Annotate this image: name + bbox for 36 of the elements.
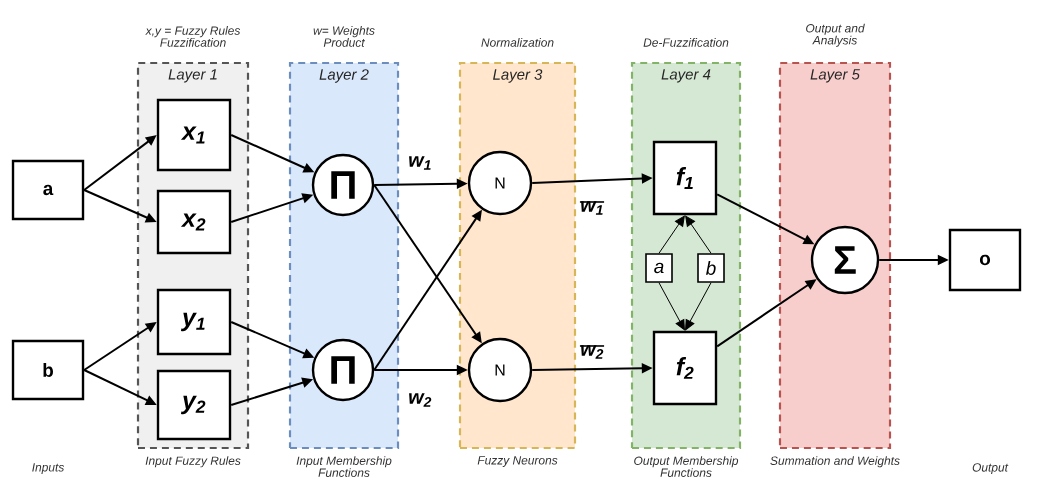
- function-box: y$_{2}$: [156, 369, 232, 441]
- layer-label: Layer 5: [810, 69, 860, 83]
- arrow: [658, 215, 685, 254]
- layer-heading: Normalization: [481, 38, 554, 47]
- edge-label: w$_{1}$: [409, 156, 431, 170]
- layer-label: Layer 4: [661, 69, 711, 83]
- layer-label: Layer 1: [168, 69, 217, 83]
- function-box: f$_{2}$: [652, 330, 718, 406]
- layer-label: Layer 2: [319, 69, 369, 83]
- input-box: o: [948, 228, 1022, 292]
- layer-caption: Output Membership Functions: [634, 456, 739, 477]
- layer-heading: Output and Analysis: [806, 23, 865, 47]
- parameter-box: a: [645, 253, 673, 283]
- arrow: [685, 215, 712, 254]
- layer-caption: Summation and Weights: [770, 456, 900, 468]
- input-box: a: [11, 159, 85, 221]
- layer-caption: Fuzzy Neurons: [477, 456, 558, 467]
- edge-label: w$_{2}$: [409, 393, 432, 407]
- column-caption: Inputs: [32, 463, 65, 474]
- arrow: [658, 282, 685, 331]
- edge-label: w$_{1}$: [579, 201, 605, 215]
- function-box: y$_{1}$: [156, 288, 232, 356]
- parameter-box: b: [697, 253, 725, 283]
- layer-caption: Input Membership Functions: [296, 456, 392, 477]
- function-box: x$_{1}$: [156, 98, 232, 172]
- layer-label: Layer 3: [493, 69, 543, 83]
- layer-caption: Input Fuzzy Rules: [145, 456, 241, 468]
- layer-heading: w= Weights Product: [313, 26, 375, 47]
- column-caption: Output: [972, 463, 1009, 474]
- arrow: [685, 282, 712, 331]
- edge-label: w$_{2}$: [579, 345, 605, 359]
- function-box: f$_{1}$: [652, 140, 718, 216]
- layer-heading: De-Fuzzification: [643, 38, 729, 47]
- layer-heading: x,y = Fuzzy Rules Fuzzification: [145, 26, 241, 47]
- function-box: x$_{2}$: [156, 189, 232, 255]
- input-box: b: [11, 339, 85, 401]
